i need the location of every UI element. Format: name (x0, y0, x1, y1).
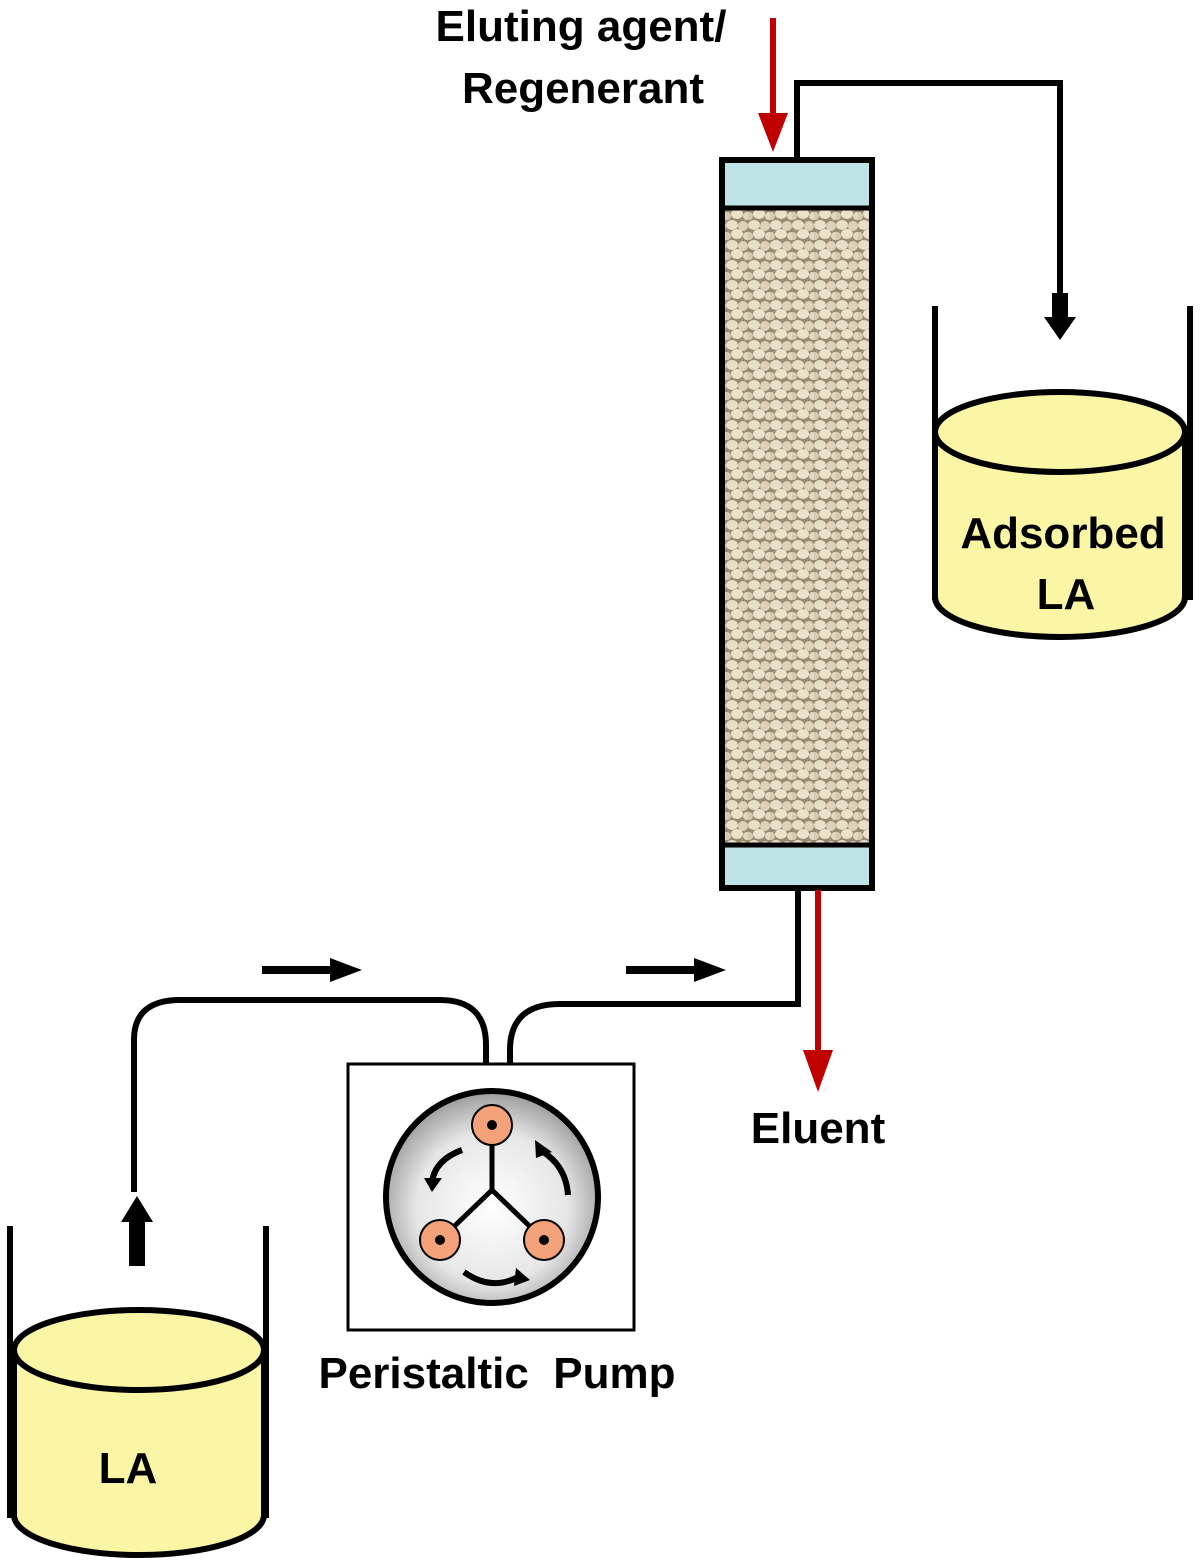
label-regenerant: Regenerant (462, 64, 704, 113)
peristaltic-pump (346, 1062, 636, 1332)
label-adsorbed-la: LA (1037, 570, 1096, 619)
adsorption-column (719, 157, 875, 891)
label-eluent: Eluent (751, 1104, 886, 1153)
flow-arrow-down (1044, 293, 1076, 340)
la-feed-tank (7, 1226, 269, 1558)
column-bottom-cap (719, 842, 875, 891)
tube-tank-to-pump (131, 997, 489, 1192)
tube-pump-to-column (507, 888, 801, 1092)
column-resin-bed (722, 208, 872, 850)
rotation-arrowheads (424, 1140, 552, 1286)
column-outline (719, 157, 875, 891)
eluent-outlet-arrow (803, 890, 833, 1092)
column-top-cap (719, 157, 875, 211)
flow-arrow-right-1 (262, 958, 362, 982)
label-peristaltic-pump: Peristaltic Pump (318, 1349, 675, 1398)
pump-rollers (419, 1104, 565, 1261)
adsorbed-la-tank (932, 306, 1193, 640)
eluting-agent-inlet-arrow (758, 18, 788, 152)
flow-arrow-up (121, 1196, 153, 1266)
label-adsorbed: Adsorbed (960, 509, 1165, 558)
tube-to-adsorbed-tank (794, 80, 1063, 300)
flow-arrow-right-2 (626, 958, 726, 982)
label-eluting-agent: Eluting agent/ (436, 2, 727, 51)
label-feed-la: LA (99, 1444, 158, 1493)
